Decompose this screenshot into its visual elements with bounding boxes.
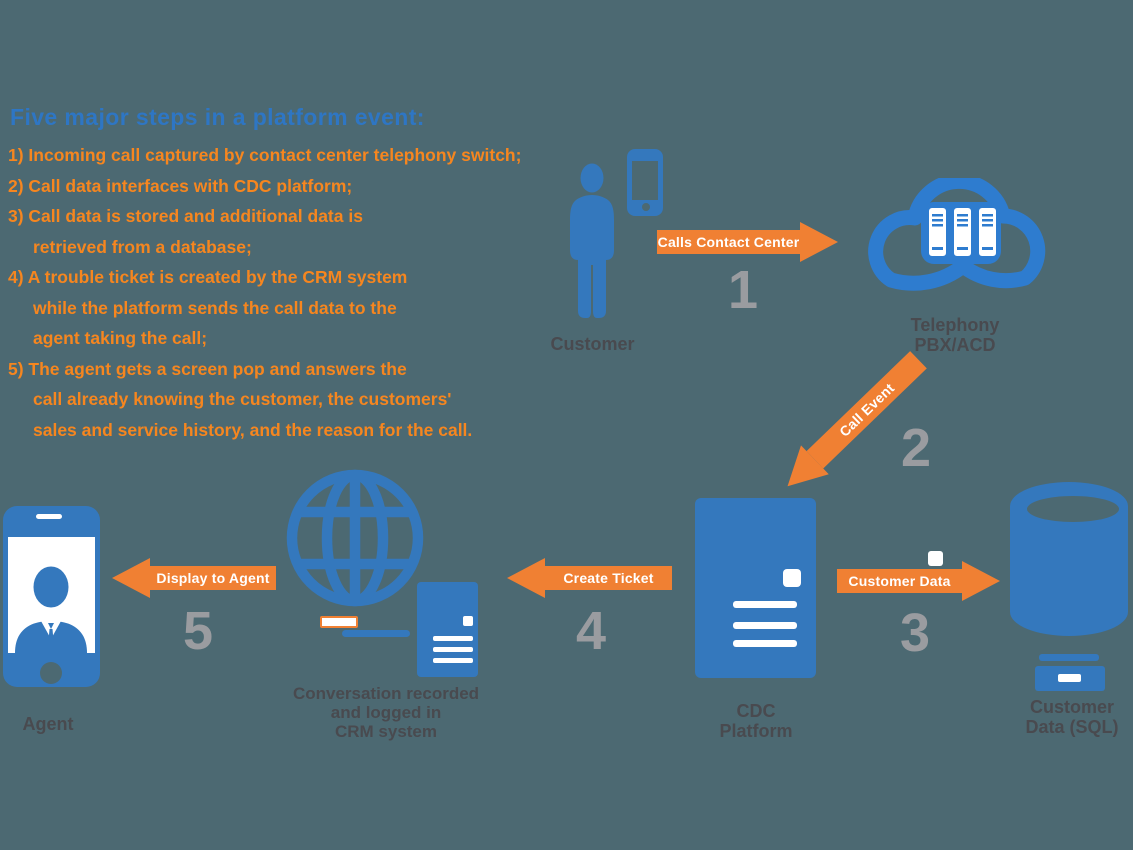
step-line: 4) A trouble ticket is created by the CR… xyxy=(8,267,408,287)
arrow-bar: Customer Data xyxy=(837,569,962,593)
arrow-label: Display to Agent xyxy=(156,570,270,586)
step-line: 1) Incoming call captured by contact cen… xyxy=(8,145,522,165)
crm-power-button-icon xyxy=(463,616,473,626)
step-line: sales and service history, and the reaso… xyxy=(33,419,473,440)
screen-pop-bar-icon xyxy=(320,616,358,628)
telephony-cloud-icon xyxy=(868,178,1046,291)
phone-speaker-icon xyxy=(36,514,62,519)
crm-slot-line xyxy=(433,647,473,652)
cdc-power-button-icon xyxy=(783,569,801,587)
step-line: 3) Call data is stored and additional da… xyxy=(8,206,363,226)
crm-label: Conversation recorded and logged in CRM … xyxy=(292,684,480,742)
cdc-platform-label: CDC Platform xyxy=(719,701,793,742)
arrow-label: Customer Data xyxy=(848,573,951,589)
step-number-5: 5 xyxy=(183,601,214,661)
arrow-head-right-icon xyxy=(962,561,1000,601)
flow-arrow-calls-contact-center: Calls Contact Center xyxy=(657,222,838,262)
step-line: while the platform sends the call data t… xyxy=(33,297,397,318)
cdc-platform-tower-icon xyxy=(695,498,816,678)
arrow-label: Create Ticket xyxy=(563,570,654,586)
cdc-slot-line xyxy=(733,622,797,629)
page-title: Five major steps in a platform event: xyxy=(10,104,425,130)
customer-phone-icon xyxy=(627,149,663,216)
customer-person-icon xyxy=(570,163,614,318)
step-number-3: 3 xyxy=(900,603,931,663)
arrow-bar: Calls Contact Center xyxy=(657,230,800,254)
crm-slot-line xyxy=(433,658,473,663)
sql-database-icon xyxy=(1010,482,1128,691)
data-packet-icon xyxy=(928,551,943,566)
arrow-bar: Create Ticket xyxy=(545,566,672,590)
arrow-head-right-icon xyxy=(800,222,838,262)
agent-phone-icon xyxy=(3,506,100,687)
customer-data-sql-label: Customer Data (SQL) xyxy=(1025,697,1119,738)
intro-text-block: Five major steps in a platform event: 1)… xyxy=(8,104,521,445)
step-line: 2) Call data interfaces with CDC platfor… xyxy=(8,175,353,196)
customer-label: Customer xyxy=(550,334,635,354)
arrow-label: Calls Contact Center xyxy=(657,234,800,250)
cdc-slot-line xyxy=(733,601,797,608)
crm-slot-line xyxy=(433,636,473,641)
step-line: call already knowing the customer, the c… xyxy=(33,389,452,409)
flow-arrow-display-to-agent: Display to Agent xyxy=(112,558,276,598)
flow-arrow-customer-data: Customer Data xyxy=(837,561,1000,601)
underline-bar-icon xyxy=(342,630,410,637)
arrow-head-left-icon xyxy=(112,558,150,598)
cdc-slot-line xyxy=(733,640,797,647)
agent-avatar-icon xyxy=(8,537,95,653)
arrow-label: Call Event xyxy=(836,379,898,440)
globe-icon xyxy=(286,469,424,607)
arrow-head-left-icon xyxy=(507,558,545,598)
phone-home-button-icon xyxy=(40,662,62,684)
telephony-label: Telephony PBX/ACD xyxy=(910,315,1000,356)
step-number-1: 1 xyxy=(728,260,759,320)
arrow-bar: Display to Agent xyxy=(150,566,276,590)
step-number-4: 4 xyxy=(576,601,607,661)
step-number-2: 2 xyxy=(901,418,932,478)
flow-arrow-create-ticket: Create Ticket xyxy=(507,558,672,598)
server-rack-icon xyxy=(929,208,996,256)
agent-label: Agent xyxy=(22,714,74,734)
step-line: retrieved from a database; xyxy=(33,236,252,257)
step-line: 5) The agent gets a screen pop and answe… xyxy=(8,358,407,379)
step-line: agent taking the call; xyxy=(33,328,208,348)
